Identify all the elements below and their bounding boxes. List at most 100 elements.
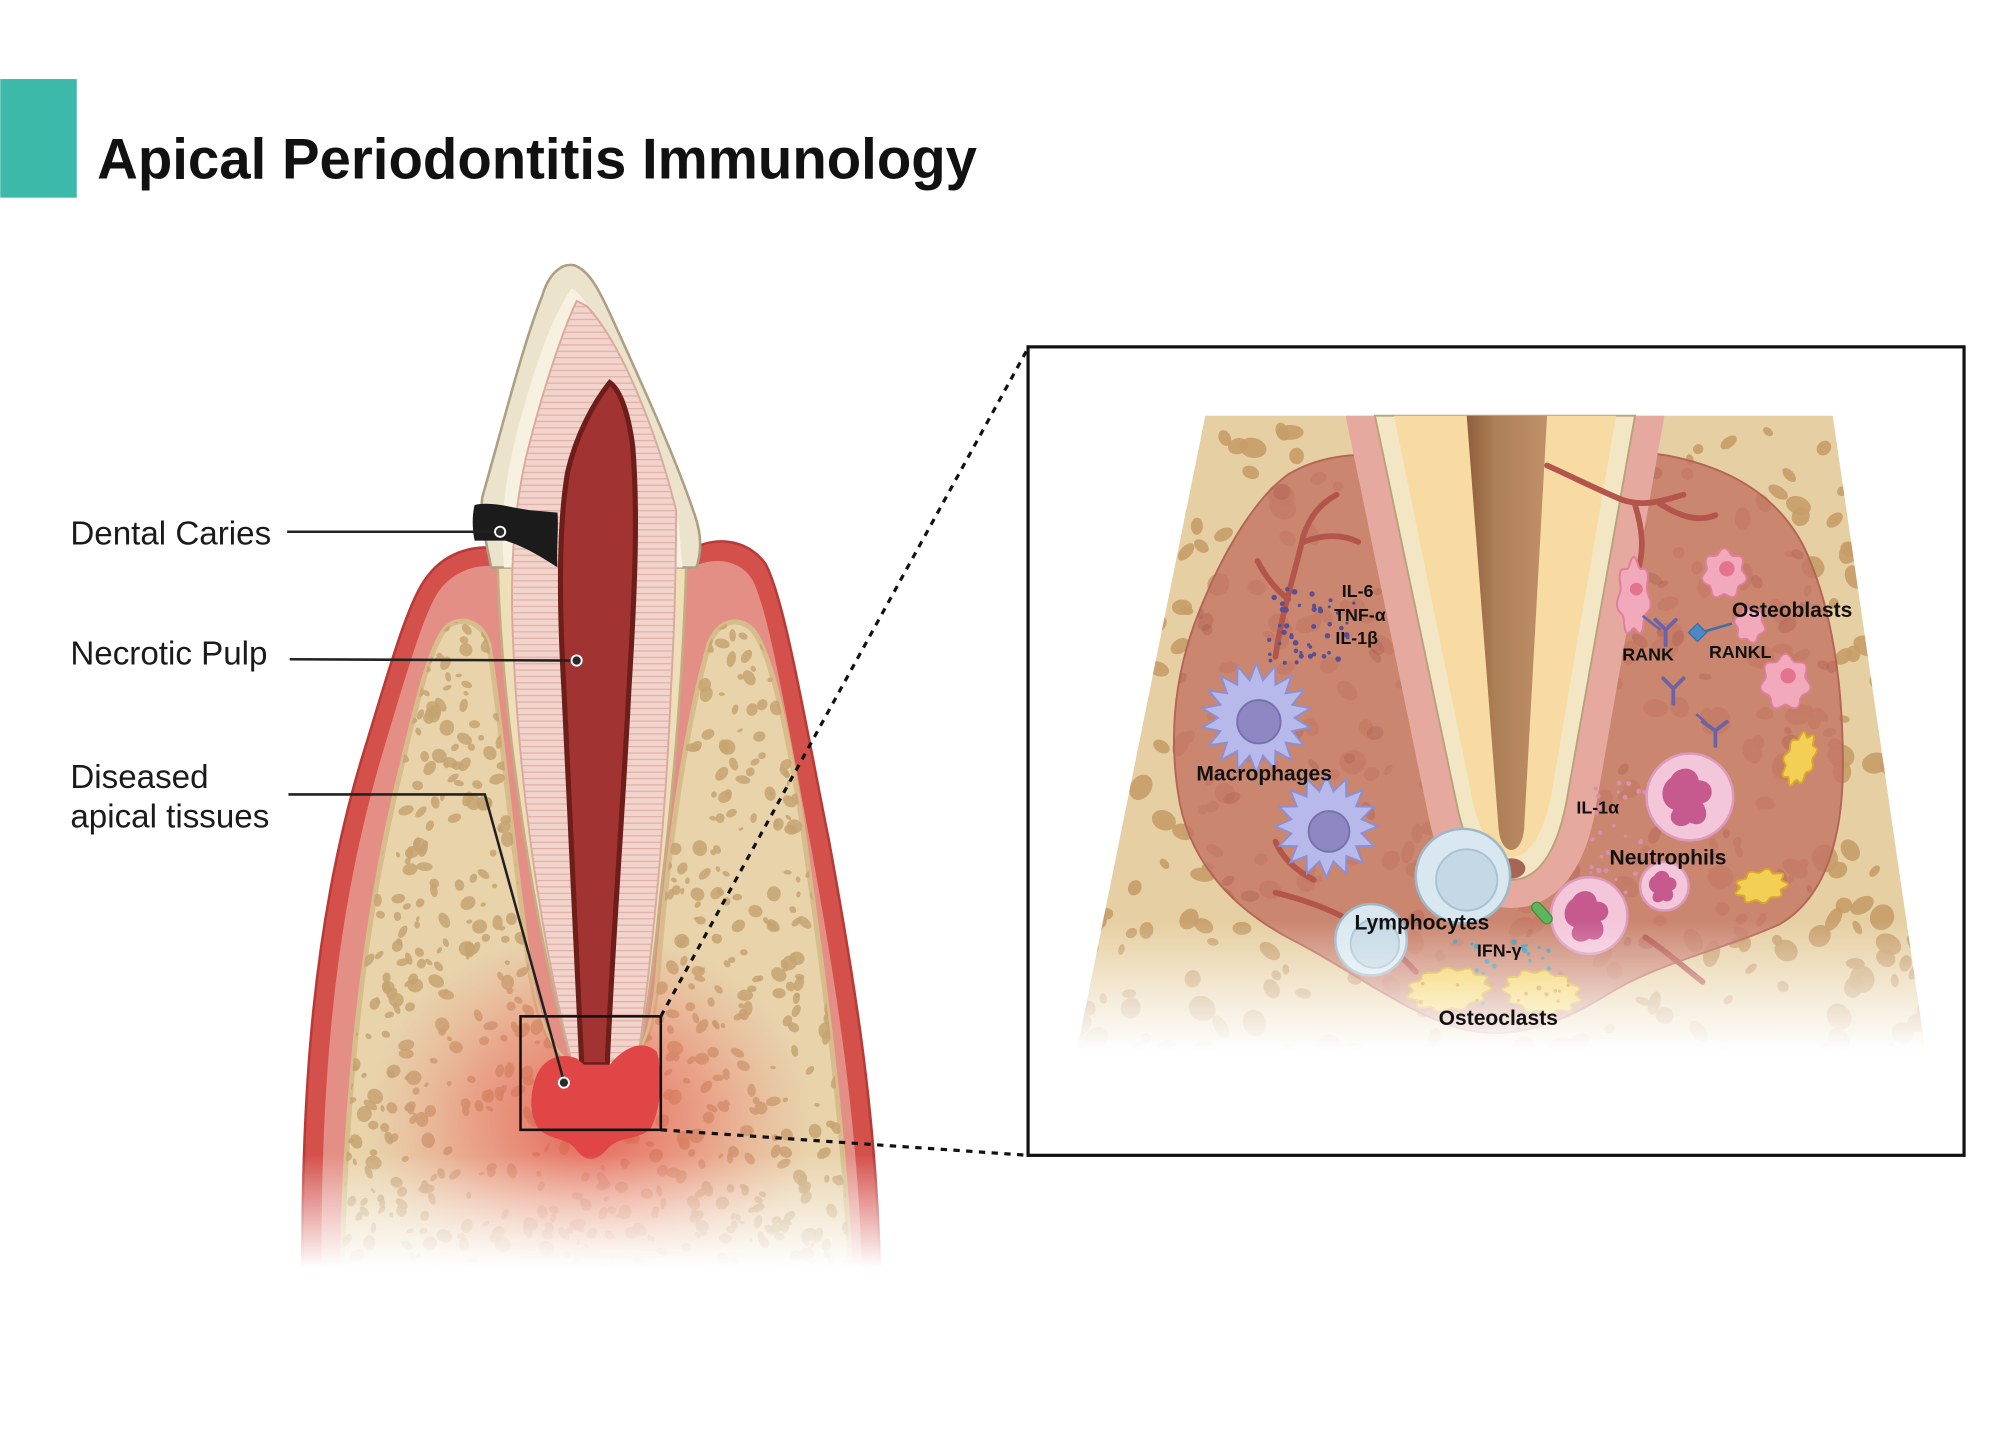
bone-spot xyxy=(831,737,845,749)
bone-spot xyxy=(1850,895,1874,915)
cytokine-dot xyxy=(1293,648,1299,654)
cytokine-dot xyxy=(1311,606,1317,613)
bone-spot xyxy=(831,793,841,808)
osteoblasts xyxy=(1615,547,1812,710)
cytokine-dot xyxy=(1636,788,1642,794)
bone-spot xyxy=(461,623,472,635)
bone-spot xyxy=(690,887,705,901)
bone-spot xyxy=(670,877,677,883)
lesion-spot xyxy=(1343,753,1356,764)
lesion-spot xyxy=(1791,549,1804,560)
bone-spot xyxy=(825,780,833,790)
label-rank: RANK xyxy=(1622,645,1674,665)
bone-spot xyxy=(791,917,802,927)
bone-spot xyxy=(455,673,462,678)
bone-spot xyxy=(340,609,348,620)
bone-spot xyxy=(442,684,452,691)
macrophages xyxy=(1199,660,1380,880)
bone-spot xyxy=(822,646,829,653)
bone-spot xyxy=(782,795,797,808)
label-ifn-gamma: IFN-γ xyxy=(1477,940,1522,960)
bone-spot xyxy=(791,1004,801,1018)
bone-spot xyxy=(1289,447,1304,465)
bone-spot xyxy=(742,670,756,686)
bone-spot xyxy=(489,773,506,785)
bone-spot xyxy=(784,770,790,779)
lesion-spot xyxy=(1617,763,1629,775)
bone-spot xyxy=(348,621,364,626)
bone-spot xyxy=(481,933,491,942)
cytokine-dot xyxy=(1279,601,1285,607)
bone-spot xyxy=(381,981,391,995)
label-diseased-line2: apical tissues xyxy=(70,799,269,836)
bone-spot xyxy=(802,682,810,690)
bone-spot xyxy=(737,728,743,733)
tooth-labels: Dental Caries Necrotic Pulp Diseased api… xyxy=(70,516,583,1089)
bone-spot xyxy=(369,998,380,1010)
bone-spot xyxy=(750,813,757,823)
bone-spot xyxy=(467,743,476,751)
bone-spot xyxy=(405,952,413,965)
cytokine-dot xyxy=(1327,650,1331,655)
bone-spot xyxy=(789,951,805,966)
cytokine-dot xyxy=(1616,780,1622,786)
bone-spot xyxy=(478,735,485,741)
cytokine-dot xyxy=(1597,830,1603,835)
bone-spot xyxy=(796,891,801,898)
bone-spot xyxy=(458,941,475,957)
cytokine-dot xyxy=(1632,870,1638,877)
bone-spot xyxy=(404,845,420,859)
cytokine-dot xyxy=(1298,653,1304,659)
bone-spot xyxy=(786,780,790,786)
bone-spot xyxy=(408,973,419,985)
bone-spot xyxy=(385,621,393,626)
bone-spot xyxy=(822,774,833,787)
bone-spot xyxy=(756,699,768,711)
bone-spot xyxy=(738,827,744,831)
bone-spot xyxy=(783,870,792,875)
zoom-region-box xyxy=(519,1015,663,1132)
cytokine-dot xyxy=(1277,623,1282,628)
lesion-spot xyxy=(1800,602,1808,611)
bone-spot xyxy=(491,883,498,889)
bone-spot xyxy=(711,791,717,798)
bone-spot xyxy=(787,1022,800,1033)
lesion-spot xyxy=(1223,792,1241,805)
bone-spot xyxy=(498,825,504,833)
bone-spot xyxy=(838,808,848,821)
label-il6: IL-6 xyxy=(1342,581,1374,601)
cytokine-cloud-il6-tnf-il1b xyxy=(1267,587,1356,665)
bone-spot xyxy=(715,766,729,781)
cytokine-dot xyxy=(1271,594,1277,601)
bone-spot xyxy=(772,988,786,999)
bone-spot xyxy=(459,636,469,645)
bone-spot xyxy=(843,764,851,777)
bone-spot xyxy=(443,757,458,768)
cytokine-dot xyxy=(1589,870,1593,875)
bone-spot xyxy=(495,735,504,749)
bone-spot xyxy=(492,915,503,930)
rank-link xyxy=(1641,614,1662,631)
bottom-fade xyxy=(287,1154,900,1288)
cytokine-dot xyxy=(1339,625,1344,631)
bone-spot xyxy=(829,795,835,800)
bone-spot xyxy=(719,739,736,755)
bone-spot xyxy=(501,935,510,943)
bone-spot xyxy=(793,976,805,992)
title-block: Apical Periodontitis Immunology xyxy=(0,79,977,198)
lesion-spot xyxy=(1368,638,1384,655)
bone-spot xyxy=(698,868,711,880)
bone-spot xyxy=(384,1011,395,1019)
tooth-diagram xyxy=(287,263,900,1288)
cytokine-dot xyxy=(1593,786,1598,791)
bone-spot xyxy=(771,967,787,982)
bone-spot xyxy=(726,651,736,668)
bone-spot xyxy=(451,743,459,752)
bone-spot xyxy=(786,819,803,834)
cytokine-dot xyxy=(1268,652,1272,657)
lesion-spot xyxy=(1656,629,1665,637)
bone-spot xyxy=(442,938,449,948)
bone-spot xyxy=(1720,435,1737,450)
cytokine-dot xyxy=(1309,591,1315,597)
bone-spot xyxy=(472,919,488,934)
